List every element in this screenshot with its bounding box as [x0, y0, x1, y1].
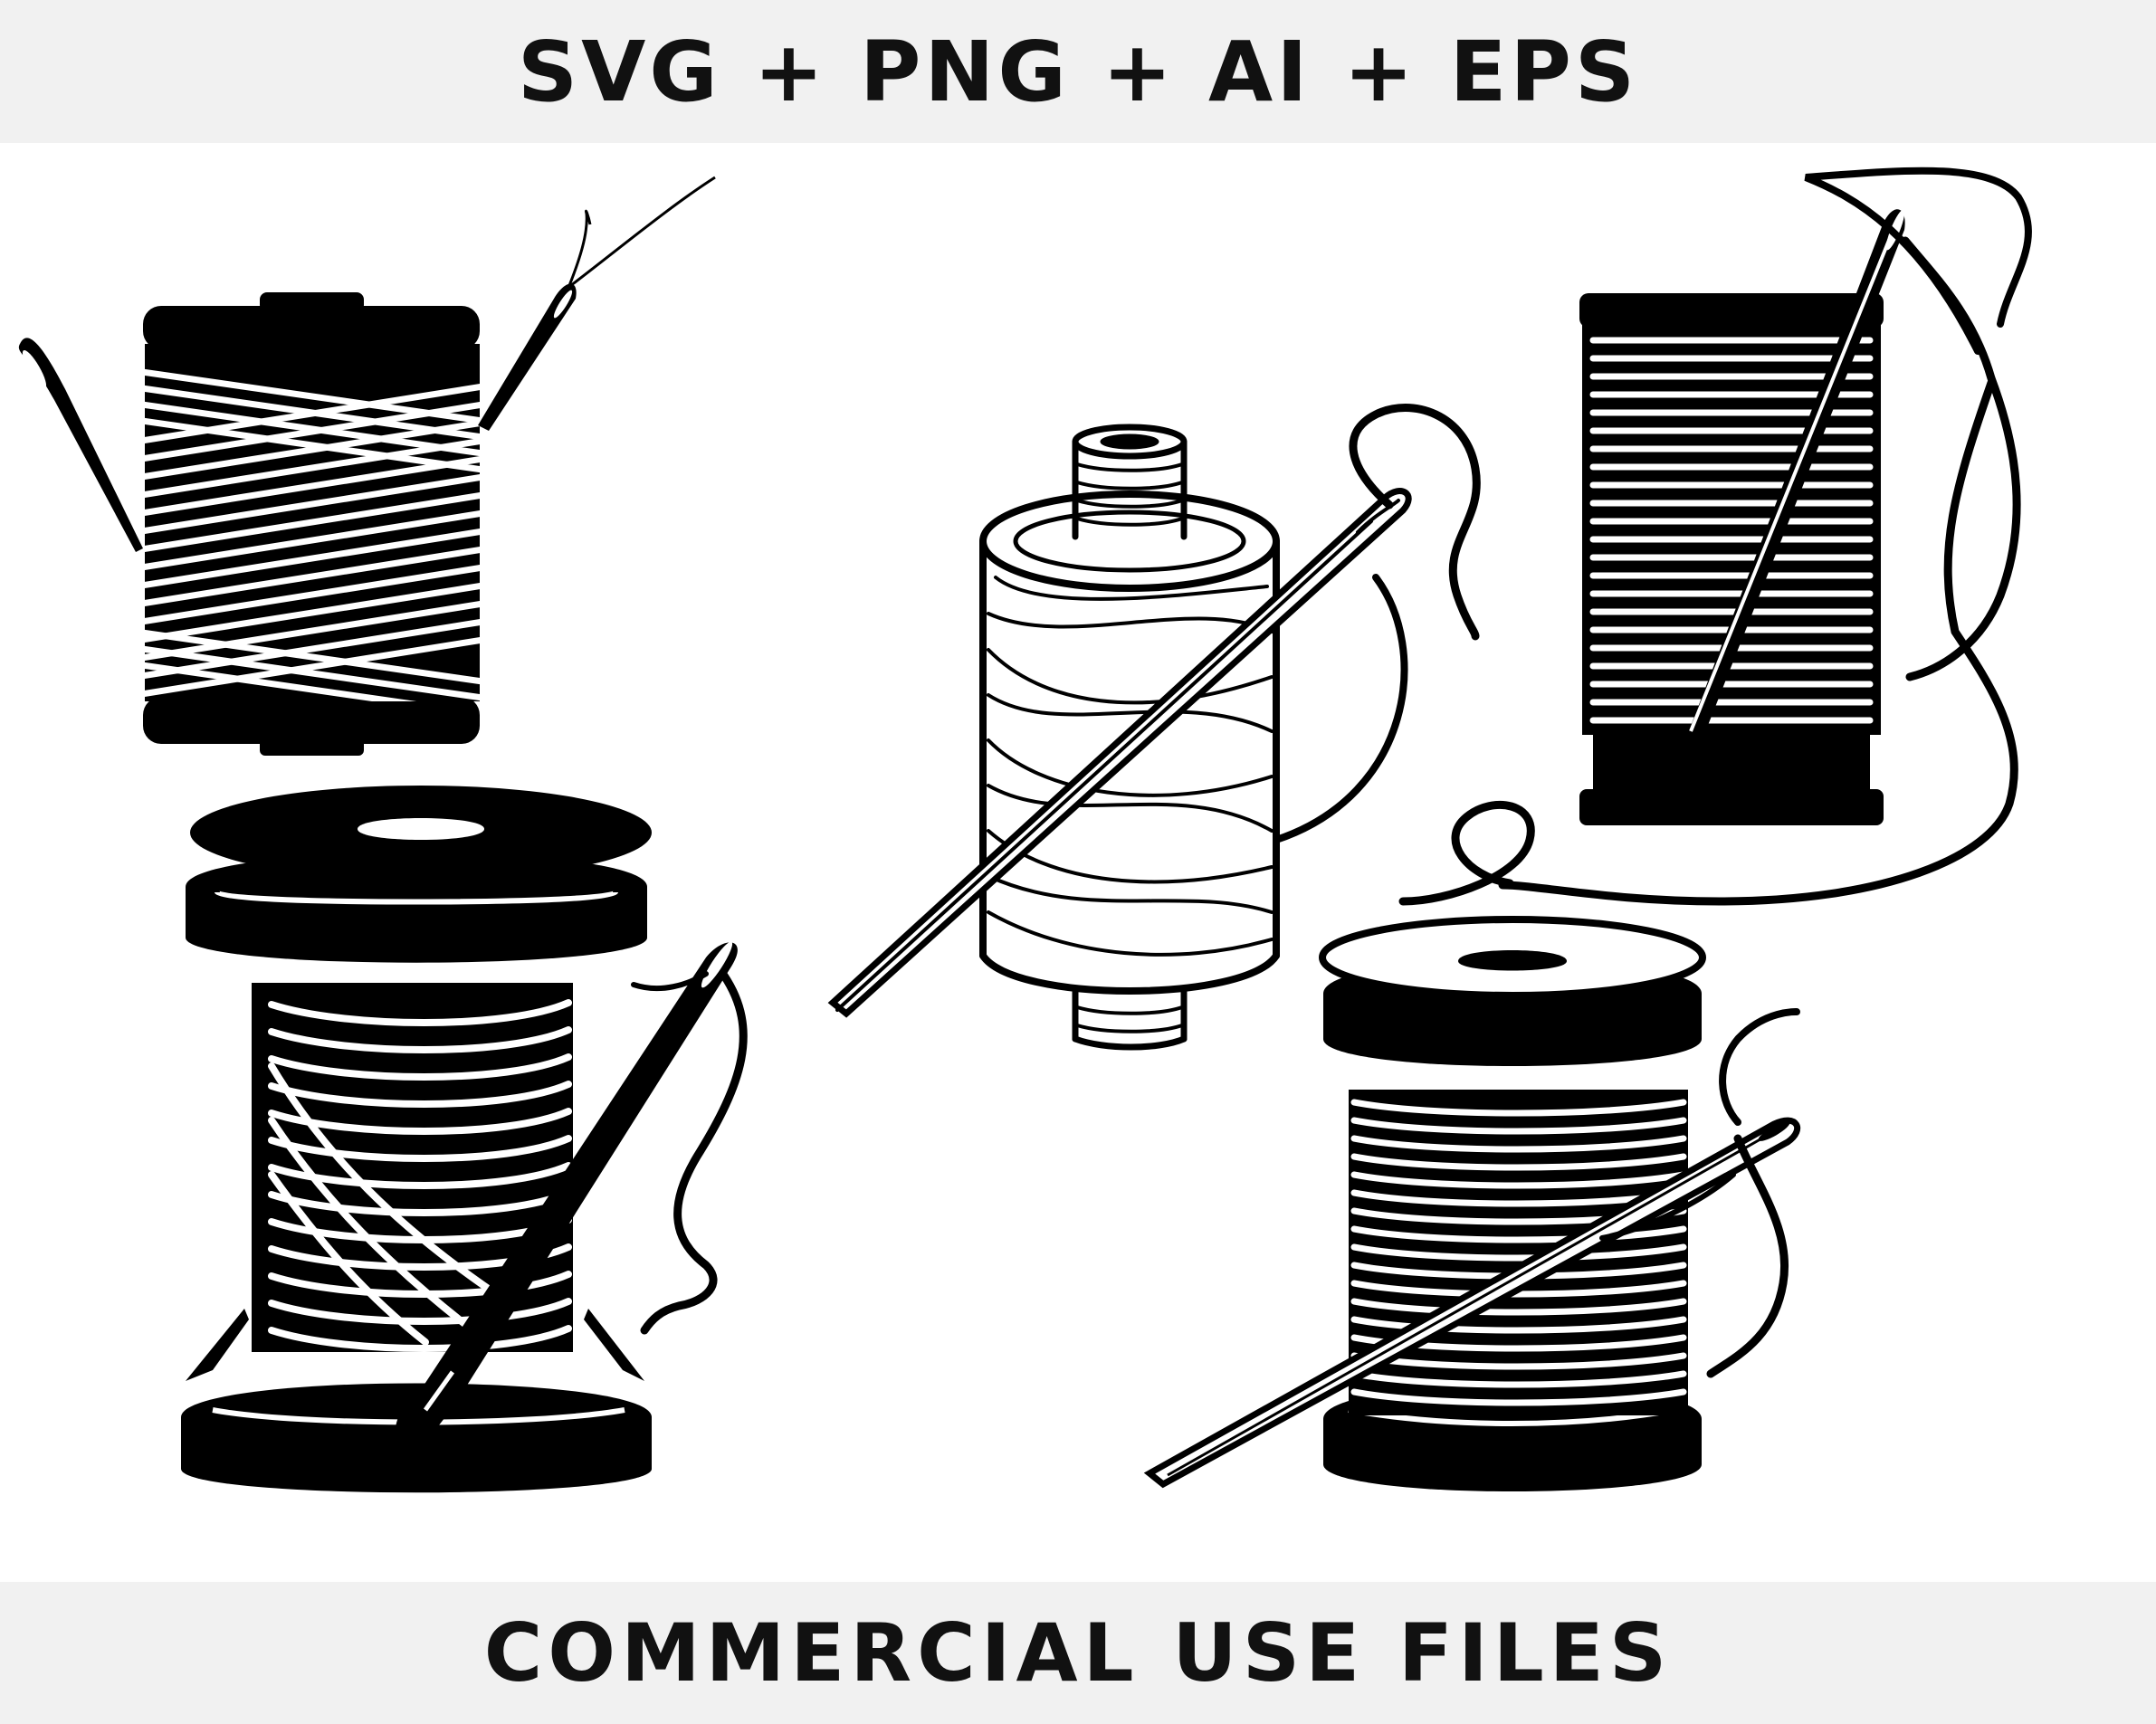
license-caption: COMMERCIAL USE FILES: [483, 1606, 1673, 1700]
spool-with-two-needles-icon: [18, 176, 716, 756]
footer-banner: COMMERCIAL USE FILES: [0, 1582, 2156, 1724]
clipart-canvas: [0, 143, 2156, 1582]
formats-title: SVG + PNG + AI + EPS: [517, 23, 1639, 120]
small-spool-with-needle-icon: [1143, 916, 1801, 1491]
large-spool-with-needle-icon: [181, 786, 748, 1493]
header-banner: SVG + PNG + AI + EPS: [0, 0, 2156, 143]
clipart-illustrations: [18, 167, 2032, 1493]
thread-cone-with-needle-icon: [827, 404, 1481, 1051]
tall-spool-with-needle-icon: [1398, 167, 2032, 906]
